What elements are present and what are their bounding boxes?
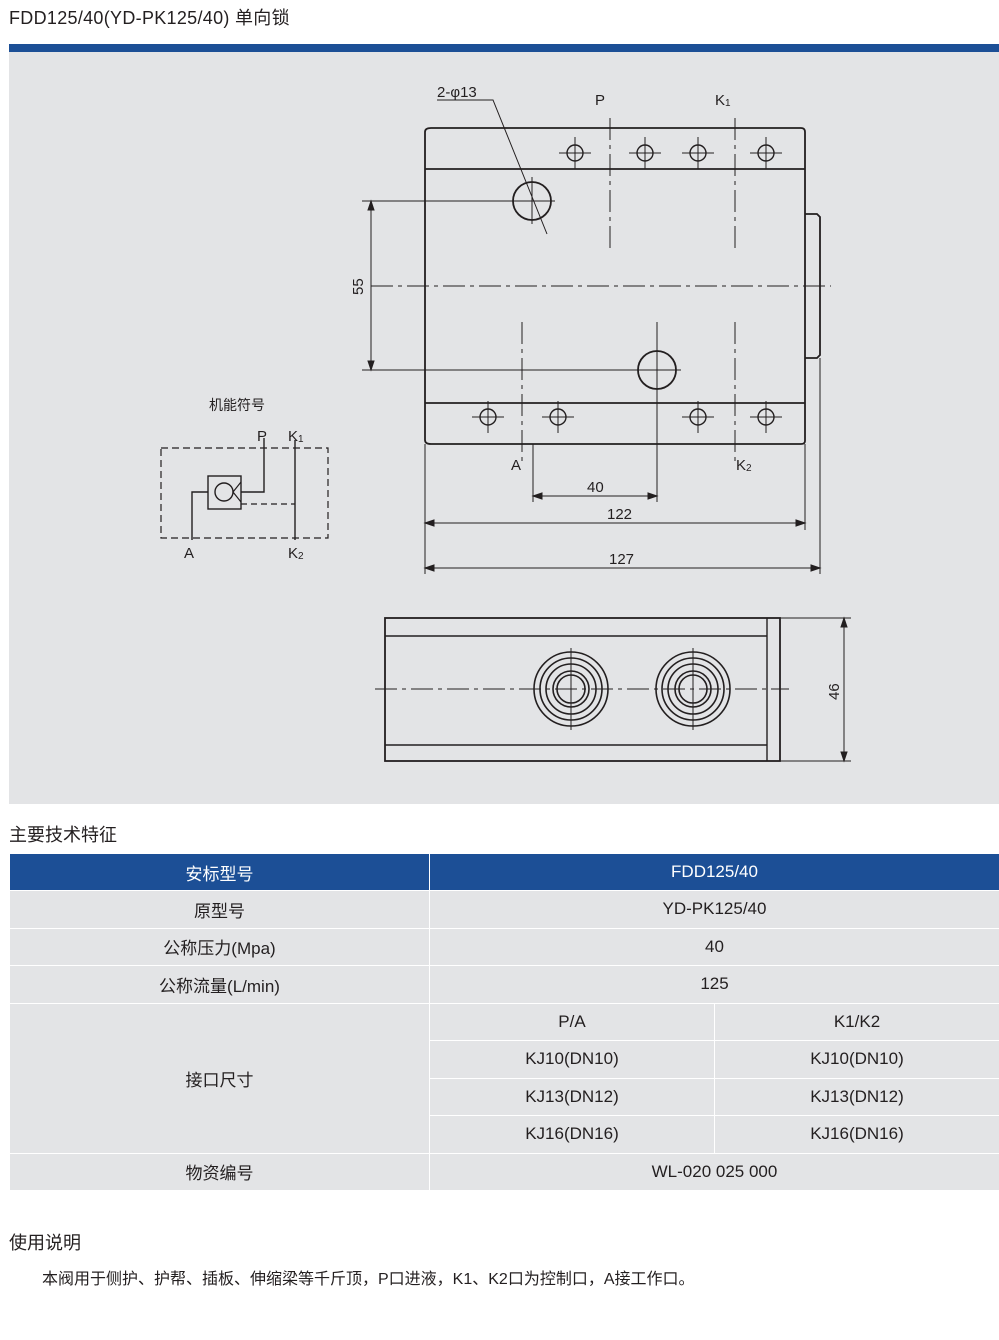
symbol-port-p: P (257, 428, 267, 445)
title-rule (9, 44, 999, 52)
dim-46: 46 (826, 683, 843, 700)
port-pa-value: KJ16(DN16) (429, 1115, 715, 1154)
front-view: 2-φ13 P K1 A K2 40 122 127 55 (350, 84, 831, 574)
symbol-port-k2: K2 (288, 545, 304, 562)
table-row: KJ10(DN10) KJ10(DN10) (10, 1040, 999, 1079)
ports-col-k-header: K1/K2 (714, 1002, 999, 1041)
bottom-bolt-holes (472, 401, 782, 433)
table-row: 公称流量(L/min) 125 (9, 965, 999, 1004)
dim-55: 55 (350, 278, 367, 295)
ports-col-pa-header: P/A (429, 1002, 715, 1041)
port-k-value: KJ13(DN12) (714, 1077, 999, 1116)
function-symbol: 机能符号 P K1 A K2 (160, 397, 329, 562)
port-k-value: KJ10(DN10) (714, 1040, 999, 1079)
table-row: 物资编号 WL-020 025 000 (9, 1152, 999, 1191)
port-p-label: P (595, 92, 605, 109)
material-label: 物资编号 (9, 1152, 430, 1191)
row-value: 40 (429, 927, 999, 966)
row-value: 125 (429, 965, 999, 1004)
symbol-caption: 机能符号 (209, 397, 265, 413)
port-k2-label: K2 (736, 457, 752, 474)
drawing-panel: 2-φ13 P K1 A K2 40 122 127 55 机能符号 P K1 … (9, 52, 999, 804)
port-pa-value: KJ13(DN12) (429, 1077, 715, 1116)
header-value: FDD125/40 (429, 853, 999, 891)
usage-text: 本阀用于侧护、护帮、插板、伸缩梁等千斤顶，P口进液，K1、K2口为控制口，A接工… (42, 1271, 695, 1288)
port-pa-value: KJ10(DN10) (429, 1040, 715, 1079)
dim-122: 122 (607, 506, 632, 523)
port-a-label: A (511, 457, 521, 474)
dim-127: 127 (609, 551, 634, 568)
ports-label: 接口尺寸 (9, 1002, 430, 1154)
table-row: 接口尺寸 P/A K1/K2 (9, 1002, 999, 1154)
spec-heading: 主要技术特征 (9, 825, 117, 845)
table-header-row: 安标型号 FDD125/40 (9, 853, 999, 891)
table-row: KJ13(DN12) KJ13(DN12) (10, 1077, 999, 1116)
port-k1-label: K1 (715, 92, 731, 109)
table-row: 公称压力(Mpa) 40 (9, 927, 999, 966)
row-label: 原型号 (9, 890, 430, 929)
table-row: 原型号 YD-PK125/40 (9, 890, 999, 929)
side-view: 46 (375, 616, 851, 763)
table-row: KJ16(DN16) KJ16(DN16) (10, 1115, 999, 1154)
symbol-port-a: A (184, 545, 194, 562)
row-value: YD-PK125/40 (429, 890, 999, 929)
port-k-value: KJ16(DN16) (714, 1115, 999, 1154)
top-bolt-holes (559, 137, 782, 169)
spec-table: 安标型号 FDD125/40 原型号 YD-PK125/40 公称压力(Mpa)… (9, 853, 999, 1191)
row-label: 公称流量(L/min) (9, 965, 430, 1004)
technical-drawing: 2-φ13 P K1 A K2 40 122 127 55 机能符号 P K1 … (160, 84, 851, 763)
page-title: FDD125/40(YD-PK125/40) 单向锁 (9, 8, 290, 28)
row-label: 公称压力(Mpa) (9, 927, 430, 966)
dim-40: 40 (587, 479, 604, 496)
symbol-port-k1: K1 (288, 428, 304, 445)
usage-heading: 使用说明 (9, 1233, 81, 1253)
header-label: 安标型号 (9, 853, 430, 891)
material-value: WL-020 025 000 (429, 1152, 999, 1191)
hole-callout: 2-φ13 (437, 84, 477, 101)
